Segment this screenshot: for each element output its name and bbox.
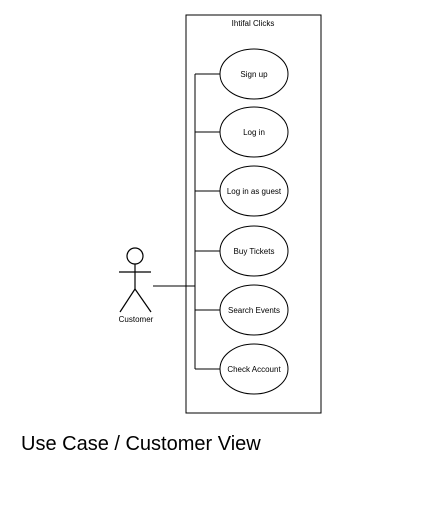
use-case-buy-tickets: Buy Tickets — [219, 225, 289, 277]
actor-label: Customer — [119, 315, 154, 324]
use-case-label: Log in as guest — [227, 187, 282, 196]
use-case-sign-up: Sign up — [219, 48, 289, 100]
use-case-check-account: Check Account — [219, 343, 289, 395]
use-case-search-events: Search Events — [219, 284, 289, 336]
use-case-label: Check Account — [227, 365, 281, 374]
figure-caption: Use Case / Customer View — [21, 433, 261, 455]
use-case-label: Buy Tickets — [234, 247, 275, 256]
use-case-log-in-as-guest: Log in as guest — [219, 165, 289, 217]
use-case-label: Log in — [243, 128, 265, 137]
association-lines — [153, 73, 220, 370]
use-case-label: Sign up — [240, 70, 268, 79]
stick-figure-icon — [119, 247, 152, 313]
use-case-log-in: Log in — [219, 106, 289, 158]
use-case-label: Search Events — [228, 306, 280, 315]
system-title: Ihtifal Clicks — [232, 19, 275, 28]
actor-customer: Customer — [119, 247, 154, 324]
